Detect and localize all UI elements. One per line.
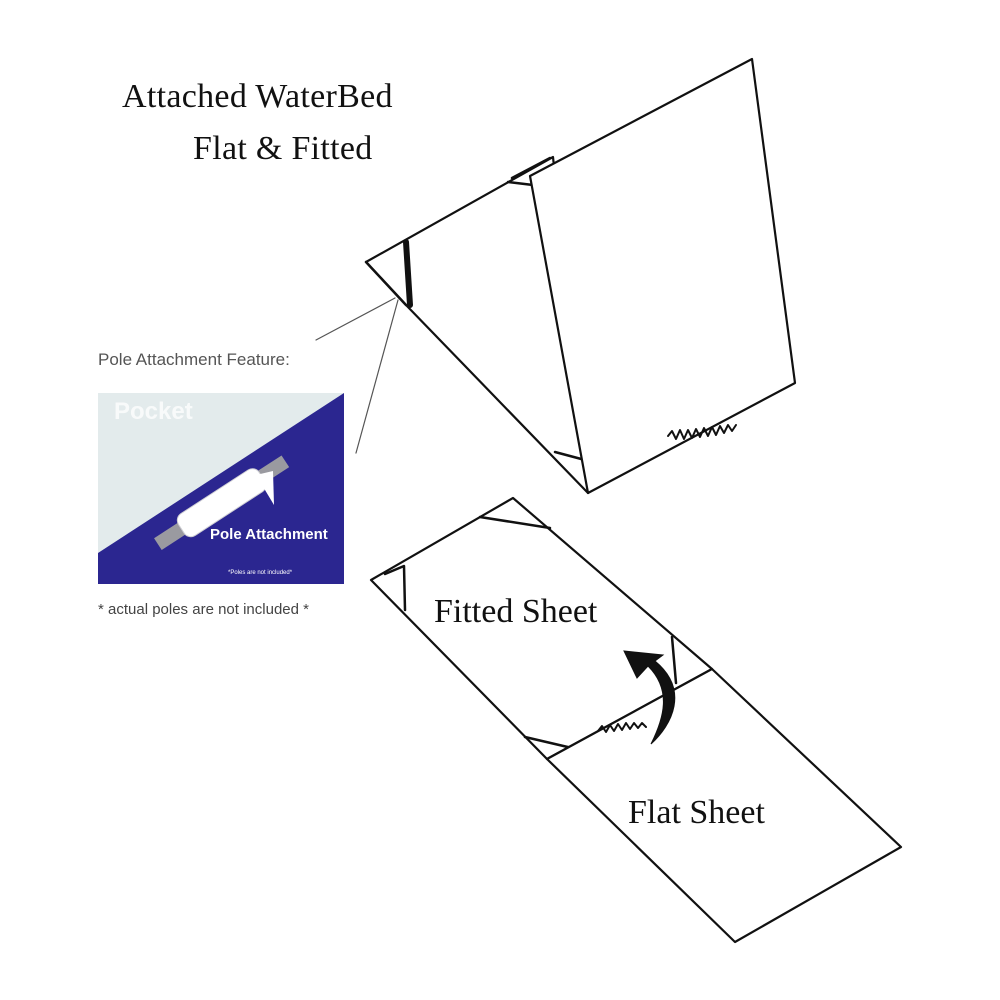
fitted-corner-strap-left (383, 564, 407, 612)
tent-right-face (528, 57, 797, 495)
title-line-2: Flat & Fitted (193, 130, 373, 167)
tent-top-strap (506, 156, 552, 187)
fitted-corner-strap-bottom (523, 735, 574, 750)
fitted-corner-strap-right (670, 635, 678, 685)
pole-feature-heading: Pole Attachment Feature: (98, 350, 290, 369)
flat-sheet-label: Flat Sheet (628, 794, 765, 831)
pole-attachment-label: Pole Attachment (210, 526, 328, 543)
poles-disclaimer: * actual poles are not included * (98, 601, 309, 618)
pointer-icon (256, 471, 274, 505)
tent-bottom-strap (553, 450, 587, 462)
poles-not-included-note: *Poles are not included* (228, 570, 293, 576)
title-line-1: Attached WaterBed (122, 78, 393, 115)
fitted-sheet-label: Fitted Sheet (434, 593, 598, 630)
tent-corner-strap (364, 260, 408, 307)
seam-zipper (597, 722, 647, 733)
callout-line-upper (315, 297, 396, 341)
fitted-corner-strap-top (478, 515, 552, 530)
tent-pole-pocket (403, 239, 413, 308)
inset-illustration (98, 393, 344, 584)
tent-zipper (667, 424, 737, 440)
curved-arrow-icon (623, 650, 676, 745)
pocket-label: Pocket (114, 398, 193, 425)
pole-attachment-inset: Pocket Pole Attachment *Poles are not in… (98, 393, 344, 584)
flat-sheet-panel (545, 667, 903, 944)
callout-line-lower (355, 299, 399, 454)
